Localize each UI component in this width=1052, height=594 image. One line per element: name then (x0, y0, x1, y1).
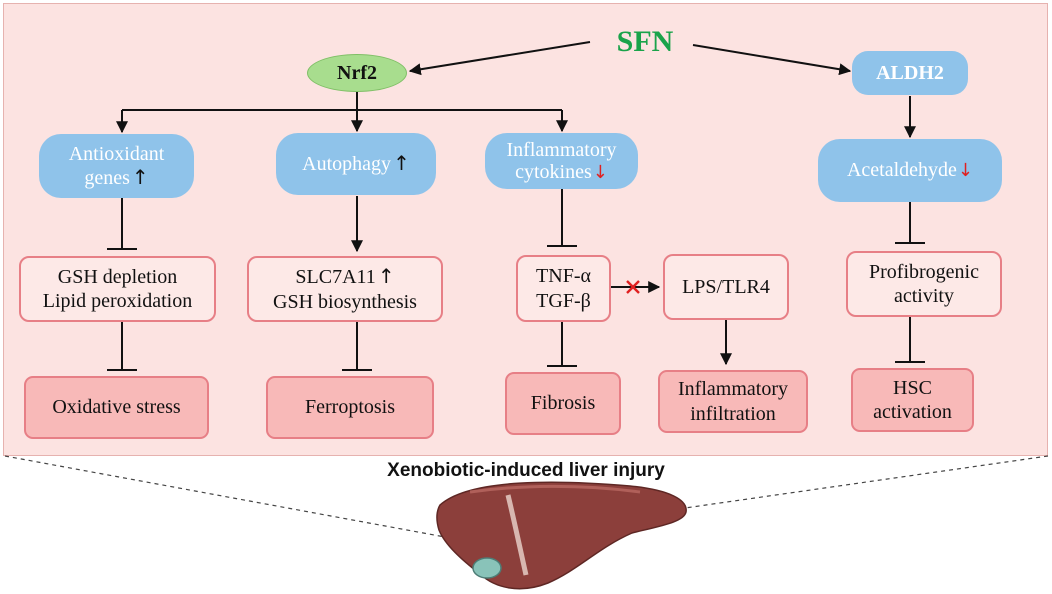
inflammatory-infiltration-box: Inflammatory infiltration (658, 370, 808, 433)
liver-icon (436, 481, 687, 590)
down-arrow-icon: ↓ (592, 162, 608, 183)
lps-tlr4-label: LPS/TLR4 (682, 275, 770, 298)
gsh-depletion-line1: GSH depletion (57, 265, 178, 288)
gsh-depletion-line2: Lipid peroxidation (42, 290, 193, 312)
tnf-line2: TGF-β (536, 289, 591, 312)
arrow-sfn-aldh2 (692, 44, 852, 76)
oxidative-stress-box: Oxidative stress (24, 376, 209, 439)
infiltration-line2: infiltration (690, 402, 776, 425)
tnf-tgf-box: TNF-α TGF-β (516, 255, 611, 322)
up-arrow-icon: ↑ (377, 264, 395, 289)
caption: Xenobiotic-induced liver injury (387, 460, 665, 481)
slc7a11-box: SLC7A11↑ GSH biosynthesis (247, 256, 443, 322)
up-arrow-icon: ↑ (393, 151, 410, 176)
antioxidant-line1: Antioxidant (68, 143, 165, 166)
ferroptosis-box: Ferroptosis (266, 376, 434, 439)
inflammatory-line2: cytokines (515, 161, 592, 183)
aldh2-label: ALDH2 (876, 61, 944, 84)
dashed-line-right (684, 455, 1049, 509)
hsc-line1: HSC (893, 376, 932, 399)
hsc-line2: activation (873, 401, 952, 423)
slc7a11-line1: SLC7A11 (295, 266, 376, 289)
inflammatory-cytokines-node: Inflammatory cytokines↓ (485, 133, 638, 189)
nrf2-node: Nrf2 (307, 54, 407, 92)
infiltration-line1: Inflammatory (678, 378, 788, 401)
acetaldehyde-label: Acetaldehyde (846, 159, 957, 182)
hsc-activation-box: HSC activation (851, 368, 974, 432)
fibrosis-label: Fibrosis (530, 392, 596, 415)
inflammatory-line1: Inflammatory (506, 138, 617, 161)
profibrogenic-box: Profibrogenic activity (846, 251, 1002, 317)
aldh2-node: ALDH2 (852, 51, 968, 95)
oxidative-stress-label: Oxidative stress (52, 396, 181, 419)
nrf2-label: Nrf2 (337, 61, 377, 84)
cross-icon (626, 280, 640, 294)
antioxidant-genes-node: Antioxidant genes↑ (39, 134, 194, 198)
slc7a11-line2: GSH biosynthesis (273, 290, 417, 313)
profibrogenic-line2: activity (894, 285, 954, 307)
tnf-line1: TNF-α (536, 265, 591, 288)
lps-tlr4-box: LPS/TLR4 (663, 254, 789, 320)
dashed-line-left (4, 455, 446, 538)
autophagy-node: Autophagy↑ (276, 133, 436, 195)
fibrosis-box: Fibrosis (505, 372, 621, 435)
ferroptosis-label: Ferroptosis (305, 396, 395, 419)
down-arrow-icon: ↓ (957, 160, 974, 182)
arrow-sfn-nrf2 (408, 41, 591, 76)
sfn-label: SFN (616, 25, 674, 58)
profibrogenic-line1: Profibrogenic (869, 260, 979, 283)
up-arrow-icon: ↑ (131, 164, 149, 189)
autophagy-label: Autophagy (302, 153, 392, 176)
gsh-depletion-box: GSH depletion Lipid peroxidation (19, 256, 216, 322)
antioxidant-line2: genes (84, 166, 130, 189)
acetaldehyde-node: Acetaldehyde↓ (818, 139, 1002, 202)
